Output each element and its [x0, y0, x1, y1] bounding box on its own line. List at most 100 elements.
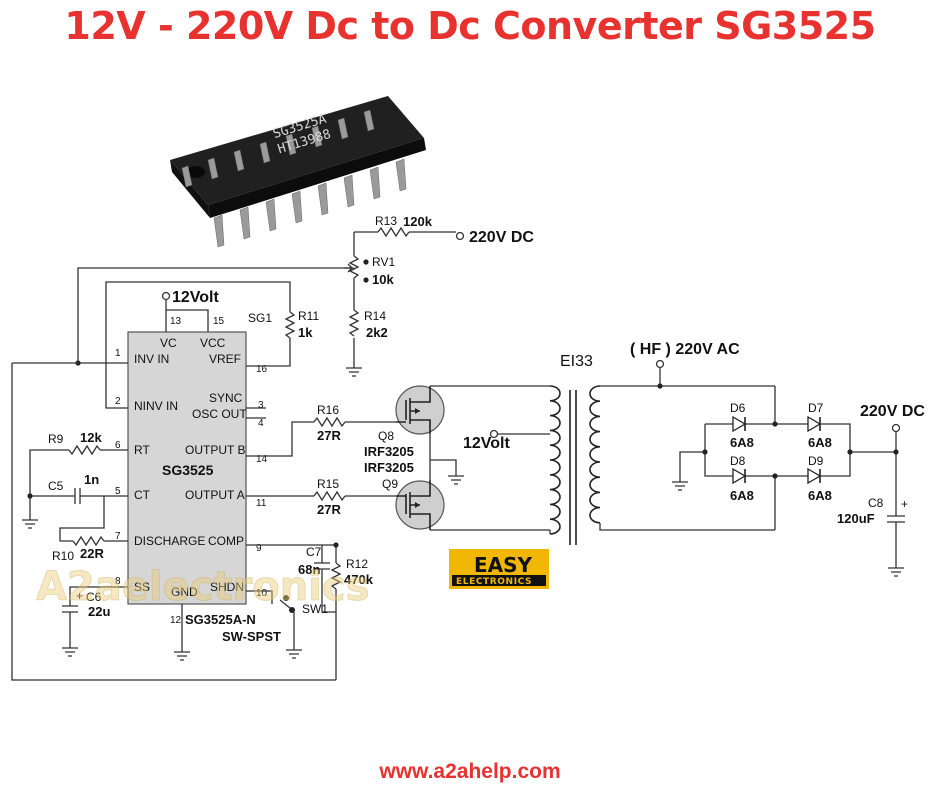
c6-ref: C6	[86, 590, 102, 604]
r16-value: 27R	[317, 428, 341, 443]
c5-ref: C5	[48, 479, 64, 493]
pin-name-rt: RT	[134, 443, 150, 457]
supply-label: 12Volt	[172, 289, 220, 306]
pin-name-vc: VC	[160, 336, 177, 350]
pin-number-8: 8	[115, 576, 121, 587]
center-tap-label: 12Volt	[463, 435, 511, 452]
pin-number-14: 14	[256, 454, 268, 465]
pin-name-sync: SYNC	[209, 391, 243, 405]
d8-value: 6A8	[730, 488, 754, 503]
pin-name-discharge: DISCHARGE	[134, 534, 205, 548]
hf-ac-label: ( HF ) 220V AC	[630, 341, 740, 358]
pin-number-16: 16	[256, 364, 268, 375]
r13-value: 120k	[403, 214, 433, 229]
pin-number-15: 15	[213, 316, 225, 327]
q9-ref: Q9	[382, 477, 398, 491]
pin-name-gnd: GND	[171, 585, 198, 599]
sw1-value: SW-SPST	[222, 629, 281, 644]
r16-ref: R16	[317, 403, 339, 417]
feedback-divider	[344, 226, 465, 377]
watermark: A2aelectronics	[36, 564, 370, 610]
out-dc-top-label: 220V DC	[469, 229, 534, 246]
c8-value: 120uF	[837, 511, 875, 526]
sg3525-ic-body	[127, 331, 247, 605]
ic-name: SG3525	[162, 462, 214, 478]
r9-ref: R9	[48, 432, 64, 446]
chip-photo: SG3525A HT13988	[170, 96, 426, 248]
pin-number-3: 3	[258, 400, 264, 411]
c6-value: 22u	[88, 604, 110, 619]
easy-electronics-logo: EASY ELECTRONICS	[449, 549, 549, 589]
pin-number-13: 13	[170, 316, 182, 327]
r15-ref: R15	[317, 477, 339, 491]
r11-value: 1k	[298, 325, 313, 340]
gate-drive-wiring	[246, 416, 396, 502]
pin-name-comp: COMP	[208, 534, 244, 548]
r9-value: 12k	[80, 430, 102, 445]
q9-value: IRF3205	[364, 460, 414, 475]
c7-ref: C7	[306, 545, 322, 559]
pin-number-12: 12	[170, 615, 182, 626]
c5-value: 1n	[84, 472, 99, 487]
svg-text:EASY: EASY	[474, 553, 533, 577]
rv1-ref: RV1	[372, 255, 395, 269]
source-ground	[430, 459, 464, 485]
pin-number-5: 5	[115, 486, 121, 497]
transformer-ei33	[489, 385, 775, 545]
pin-name-outb: OUTPUT B	[185, 443, 245, 457]
pin-name-vcc: VCC	[200, 336, 226, 350]
r12-value: 470k	[344, 572, 374, 587]
r10-ref: R10	[52, 549, 74, 563]
pin-name-vref: VREF	[209, 352, 241, 366]
pin-name-outa: OUTPUT A	[185, 488, 245, 502]
rv1-value: 10k	[372, 272, 394, 287]
page-title: 12V - 220V Dc to Dc Converter SG3525	[64, 4, 876, 48]
c8-ref: C8	[868, 496, 884, 510]
r14-value: 2k2	[366, 325, 388, 340]
r12-ref: R12	[346, 557, 368, 571]
c8-plus: +	[901, 497, 908, 511]
out-dc-label: 220V DC	[860, 403, 925, 420]
d6-value: 6A8	[730, 435, 754, 450]
mosfet-q8	[395, 385, 550, 460]
q8-value: IRF3205	[364, 444, 414, 459]
d7-value: 6A8	[808, 435, 832, 450]
d7-ref: D7	[808, 401, 824, 415]
c7-value: 68n	[298, 562, 320, 577]
ic-ref: SG1	[248, 311, 272, 325]
pin-name-ss: SS	[134, 580, 150, 594]
r10-value: 22R	[80, 546, 104, 561]
output-capacitor	[887, 423, 905, 577]
pin-number-2: 2	[115, 396, 121, 407]
ic-part-label: SG3525A-N	[185, 612, 256, 627]
pin-name-ct: CT	[134, 488, 151, 502]
d9-ref: D9	[808, 454, 824, 468]
r13-ref: R13	[375, 214, 397, 228]
pin-number-6: 6	[115, 440, 121, 451]
svg-text:ELECTRONICS: ELECTRONICS	[456, 577, 532, 587]
pin-number-7: 7	[115, 531, 121, 542]
pin-number-9: 9	[256, 543, 262, 554]
sw1-ref: SW1	[302, 602, 328, 616]
mosfet-q9	[395, 460, 550, 531]
c6-plus: +	[76, 589, 83, 603]
d8-ref: D8	[730, 454, 746, 468]
d6-ref: D6	[730, 401, 746, 415]
pin-name-osc: OSC OUT	[192, 407, 247, 421]
bridge-rectifier	[672, 386, 896, 530]
pin-number-10: 10	[256, 588, 268, 599]
d9-value: 6A8	[808, 488, 832, 503]
r14-ref: R14	[364, 309, 386, 323]
pin-number-1: 1	[115, 348, 121, 359]
pin-name-ninv: NINV IN	[134, 399, 178, 413]
pin-number-4: 4	[258, 418, 264, 429]
transformer-label: EI33	[560, 353, 593, 370]
r11-ref: R11	[298, 309, 319, 323]
pin-name-inv: INV IN	[134, 352, 169, 366]
ic-wiring	[11, 267, 354, 681]
pin-name-shdn: SHDN	[210, 580, 244, 594]
footer-url[interactable]: www.a2ahelp.com	[379, 760, 561, 783]
pin-number-11: 11	[256, 498, 267, 509]
q8-ref: Q8	[378, 429, 394, 443]
